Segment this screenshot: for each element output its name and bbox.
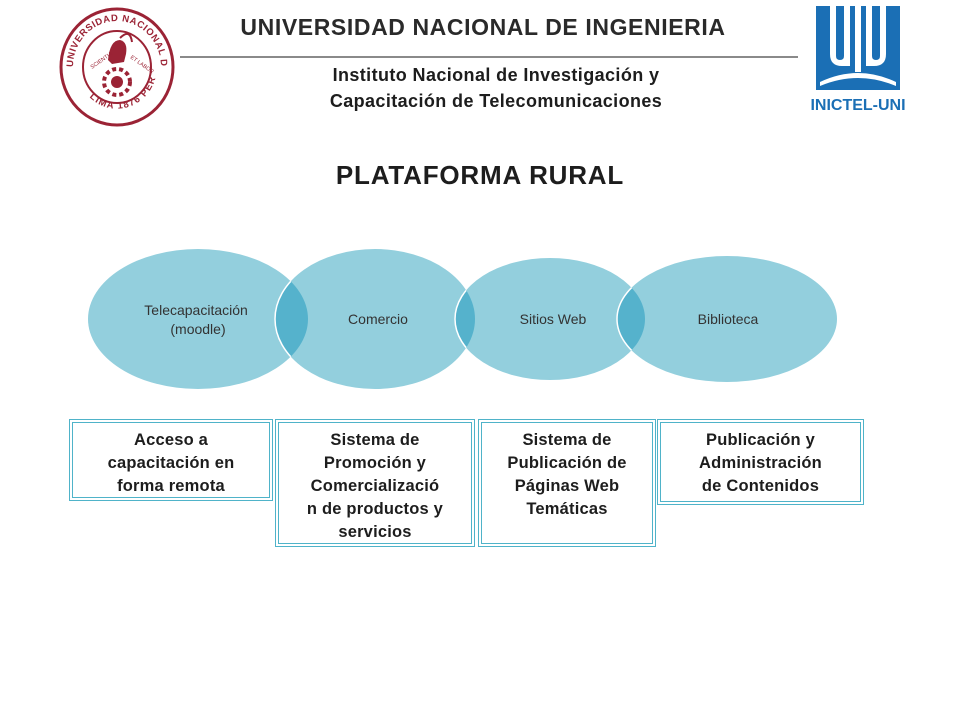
description-box-sitios-web: Sistema de Publicación de Páginas Web Te…: [481, 422, 653, 544]
inictel-logo: INICTEL-UNI: [806, 4, 910, 116]
inictel-logo-text: INICTEL-UNI: [810, 97, 905, 114]
description-box-telecapacitacion: Acceso a capacitación en forma remota: [72, 422, 270, 498]
circle-label-sitios-web: Sitios Web: [520, 311, 587, 327]
circle-biblioteca: [617, 256, 837, 382]
circle-label-telecapacitacion: Telecapacitación (moodle): [144, 302, 251, 337]
description-text: Publicación y Administración de Contenid…: [699, 431, 822, 495]
description-text: Sistema de Promoción y Comercializació n…: [306, 431, 444, 541]
circle-comercio: [275, 249, 475, 389]
description-text: Acceso a capacitación en forma remota: [107, 431, 235, 495]
description-text: Sistema de Publicación de Páginas Web Te…: [507, 431, 627, 518]
circle-sitios-web: [455, 258, 645, 380]
uni-seal-logo: UNIVERSIDAD NACIONAL DE INGENIERIA LIMA …: [54, 0, 176, 128]
overlapping-circles-diagram: Telecapacitación (moodle) Comercio Sitio…: [88, 249, 837, 389]
header-divider: [180, 56, 798, 58]
institute-name: Instituto Nacional de Investigación y Ca…: [329, 65, 663, 111]
description-box-biblioteca: Publicación y Administración de Contenid…: [660, 422, 861, 502]
slide-title: PLATAFORMA RURAL: [335, 160, 625, 190]
circle-telecapacitacion: [88, 249, 308, 389]
circle-label-biblioteca: Biblioteca: [698, 311, 759, 327]
description-box-comercio: Sistema de Promoción y Comercializació n…: [278, 422, 472, 544]
circle-label-comercio: Comercio: [348, 311, 408, 327]
university-name: UNIVERSIDAD NACIONAL DE INGENIERIA: [240, 14, 726, 40]
